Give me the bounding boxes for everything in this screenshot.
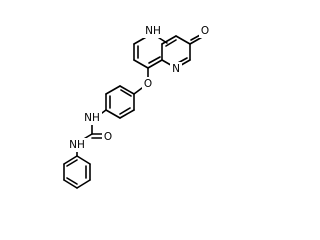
bond	[76, 155, 91, 165]
atom-label-nh-pyridine: NH	[145, 25, 161, 37]
bond	[175, 35, 191, 45]
atom-label-o-ether: O	[144, 78, 152, 90]
bond	[119, 107, 131, 115]
bond	[66, 159, 78, 167]
atom-label-o-urea: O	[104, 131, 112, 143]
bond	[165, 39, 177, 47]
atom-labels: NH O N O NH O NH	[67, 24, 211, 152]
bond	[105, 109, 121, 119]
molecule-structure: NH O N O NH O NH	[63, 24, 211, 189]
bond	[120, 89, 132, 97]
bond	[76, 179, 91, 189]
bond	[63, 155, 78, 165]
atom-label-nh-urea-bottom: NH	[69, 139, 85, 151]
bond	[105, 85, 121, 95]
bond	[119, 85, 135, 95]
bond	[63, 179, 78, 189]
bond	[133, 87, 143, 95]
bond	[147, 59, 163, 69]
bond	[119, 109, 135, 119]
bond	[161, 35, 177, 45]
bond	[66, 177, 78, 185]
bond	[133, 59, 149, 69]
atom-label-nh-urea-top: NH	[84, 112, 100, 124]
atom-label-o-ketone: O	[201, 25, 209, 37]
atom-label-n-pyrazine: N	[172, 63, 180, 75]
bond	[148, 56, 161, 64]
